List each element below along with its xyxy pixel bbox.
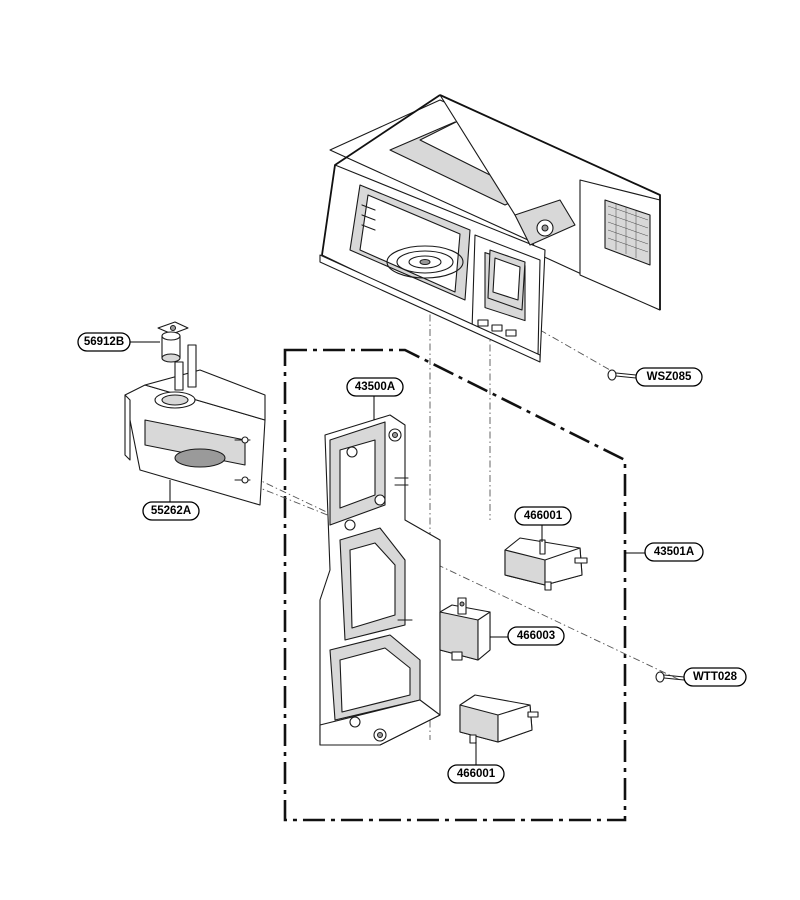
callout-WTT028: WTT028 <box>683 667 747 687</box>
callout-466003: 466003 <box>507 626 565 646</box>
screw-wtt028 <box>655 671 685 683</box>
callout-43500A: 43500A <box>346 377 404 397</box>
callout-466001-lower: 466001 <box>447 764 505 784</box>
callout-56912B: 56912B <box>77 332 131 352</box>
callout-55262A-label: 55262A <box>151 505 191 517</box>
screw-wsz085 <box>607 369 637 381</box>
part-56912B-holder <box>157 321 189 363</box>
callout-WTT028-label: WTT028 <box>693 671 738 683</box>
callout-466001-lower-label: 466001 <box>457 768 496 780</box>
callout-56912B-label: 56912B <box>84 336 124 348</box>
callout-466003-label: 466003 <box>517 630 555 642</box>
part-43500A-switch-bracket <box>319 414 441 746</box>
assembly-enclosure <box>283 348 627 822</box>
callout-43501A-label: 43501A <box>654 546 694 558</box>
part-466003-middle-switch <box>439 597 491 661</box>
callout-43500A-label: 43500A <box>355 381 395 393</box>
part-55262A-latch-housing <box>124 344 266 506</box>
leader-lines <box>130 341 645 765</box>
part-466001-upper-switch <box>504 537 588 591</box>
callout-WSZ085: WSZ085 <box>635 367 703 387</box>
callout-43501A: 43501A <box>644 542 704 562</box>
callout-55262A: 55262A <box>142 501 200 521</box>
microwave-chassis <box>319 94 661 363</box>
callout-466001-upper-label: 466001 <box>524 510 563 522</box>
callout-466001-upper: 466001 <box>514 506 572 526</box>
part-466001-lower-switch <box>459 694 539 744</box>
vent-grid <box>607 204 649 258</box>
callout-WSZ085-label: WSZ085 <box>647 371 692 383</box>
